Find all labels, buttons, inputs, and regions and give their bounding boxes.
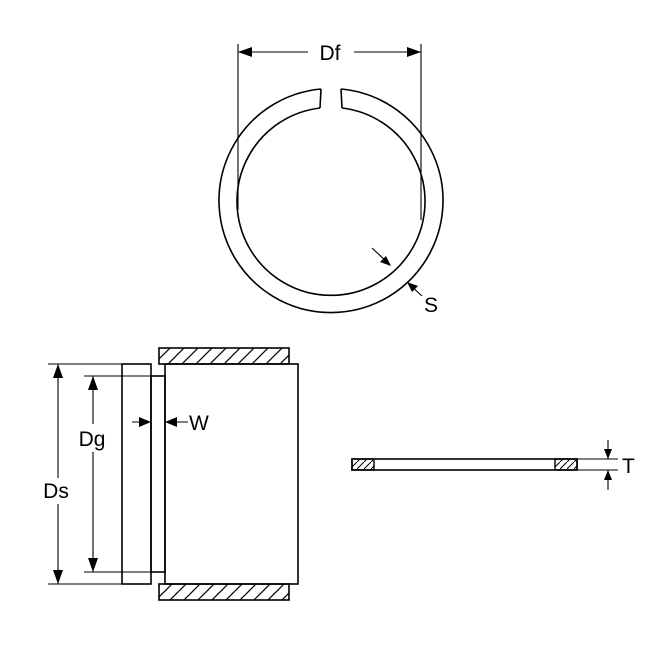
s-arrow-inner [380,256,391,266]
w-label: W [189,412,209,435]
bore-body [164,363,299,585]
ring-inner-edge [236,107,426,297]
groove-step [150,375,166,573]
housing-bottom [158,583,290,601]
ring-side-body [351,458,578,471]
ring-gap-left [319,88,322,109]
bore-section-view [121,347,299,601]
ring-outer-edge [218,88,444,314]
dg-arrow-bottom [88,558,98,572]
t-label: T [622,455,635,478]
ring-side-end-right [554,458,578,471]
s-arrow-outer [407,282,418,292]
w-dimension: W [132,412,209,435]
dg-dimension: Dg [79,375,151,573]
t-dimension: T [577,440,635,490]
ds-dimension: Ds [43,363,122,585]
ds-arrow-top [53,364,63,378]
ds-label: Ds [43,480,69,503]
t-arrow-bottom [604,470,612,480]
ring-top-view [218,88,444,314]
ring-side-view [351,458,578,471]
ring-section [121,363,152,585]
s-label: S [424,294,438,317]
ring-side-end-left [351,458,375,471]
dg-arrow-top [88,376,98,390]
df-label: Df [320,42,341,65]
ds-arrow-bottom [53,570,63,584]
w-arrow-right [165,417,177,427]
df-arrow-right [407,47,421,57]
w-arrow-left [139,417,151,427]
df-dimension: Df [237,42,422,220]
df-arrow-left [238,47,252,57]
ring-gap-right [340,88,343,109]
t-arrow-top [604,449,612,459]
dg-label: Dg [79,428,106,451]
housing-top [158,347,290,365]
s-dimension: S [371,247,438,317]
